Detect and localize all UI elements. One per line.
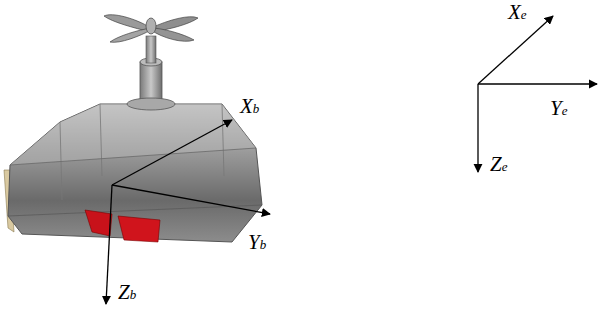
- vehicle-body: [4, 104, 262, 242]
- fan-shaft: [127, 36, 175, 110]
- body-axes: [106, 120, 270, 304]
- propeller: [104, 15, 198, 43]
- axis-label: Xe: [508, 2, 527, 23]
- axis-label: Ze: [490, 154, 507, 175]
- axis-label: Ye: [550, 98, 567, 119]
- axis-label: Xb: [240, 96, 259, 117]
- axis-label: Yb: [248, 232, 266, 253]
- axis-label: Zb: [118, 282, 136, 303]
- earth-axes: [478, 16, 597, 172]
